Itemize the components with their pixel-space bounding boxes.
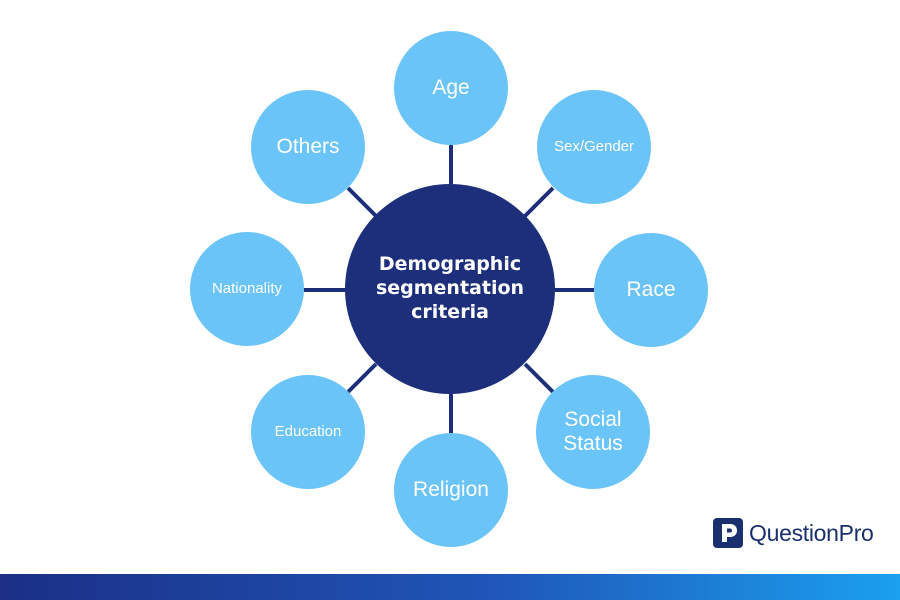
questionpro-mark-icon [713, 518, 743, 548]
center-hub: Demographic segmentation criteria [345, 184, 555, 394]
node-age: Age [394, 31, 508, 145]
connector-social-status [523, 362, 555, 394]
questionpro-logo: QuestionPro [713, 518, 874, 548]
node-nationality-label: Nationality [211, 280, 283, 298]
node-sex-gender: Sex/Gender [537, 90, 651, 204]
node-religion: Religion [394, 433, 508, 547]
node-sex-gender-label: Sex/Gender [553, 138, 635, 156]
node-race-label: Race [626, 277, 676, 301]
connector-education [346, 362, 378, 394]
node-others: Others [251, 90, 365, 204]
footer-gradient-bar [0, 574, 900, 600]
node-social-status: Social Status [536, 375, 650, 489]
node-nationality: Nationality [190, 232, 304, 346]
node-age-label: Age [432, 75, 470, 99]
connector-sex-gender [523, 186, 555, 218]
node-religion-label: Religion [413, 477, 489, 501]
node-education: Education [251, 375, 365, 489]
node-race: Race [594, 233, 708, 347]
center-hub-label: Demographic segmentation criteria [375, 253, 525, 323]
node-education-label: Education [274, 423, 342, 441]
questionpro-logo-text: QuestionPro [749, 519, 874, 546]
node-others-label: Others [276, 134, 340, 158]
connector-others [346, 186, 378, 218]
node-social-status-label: Social Status [563, 407, 623, 455]
